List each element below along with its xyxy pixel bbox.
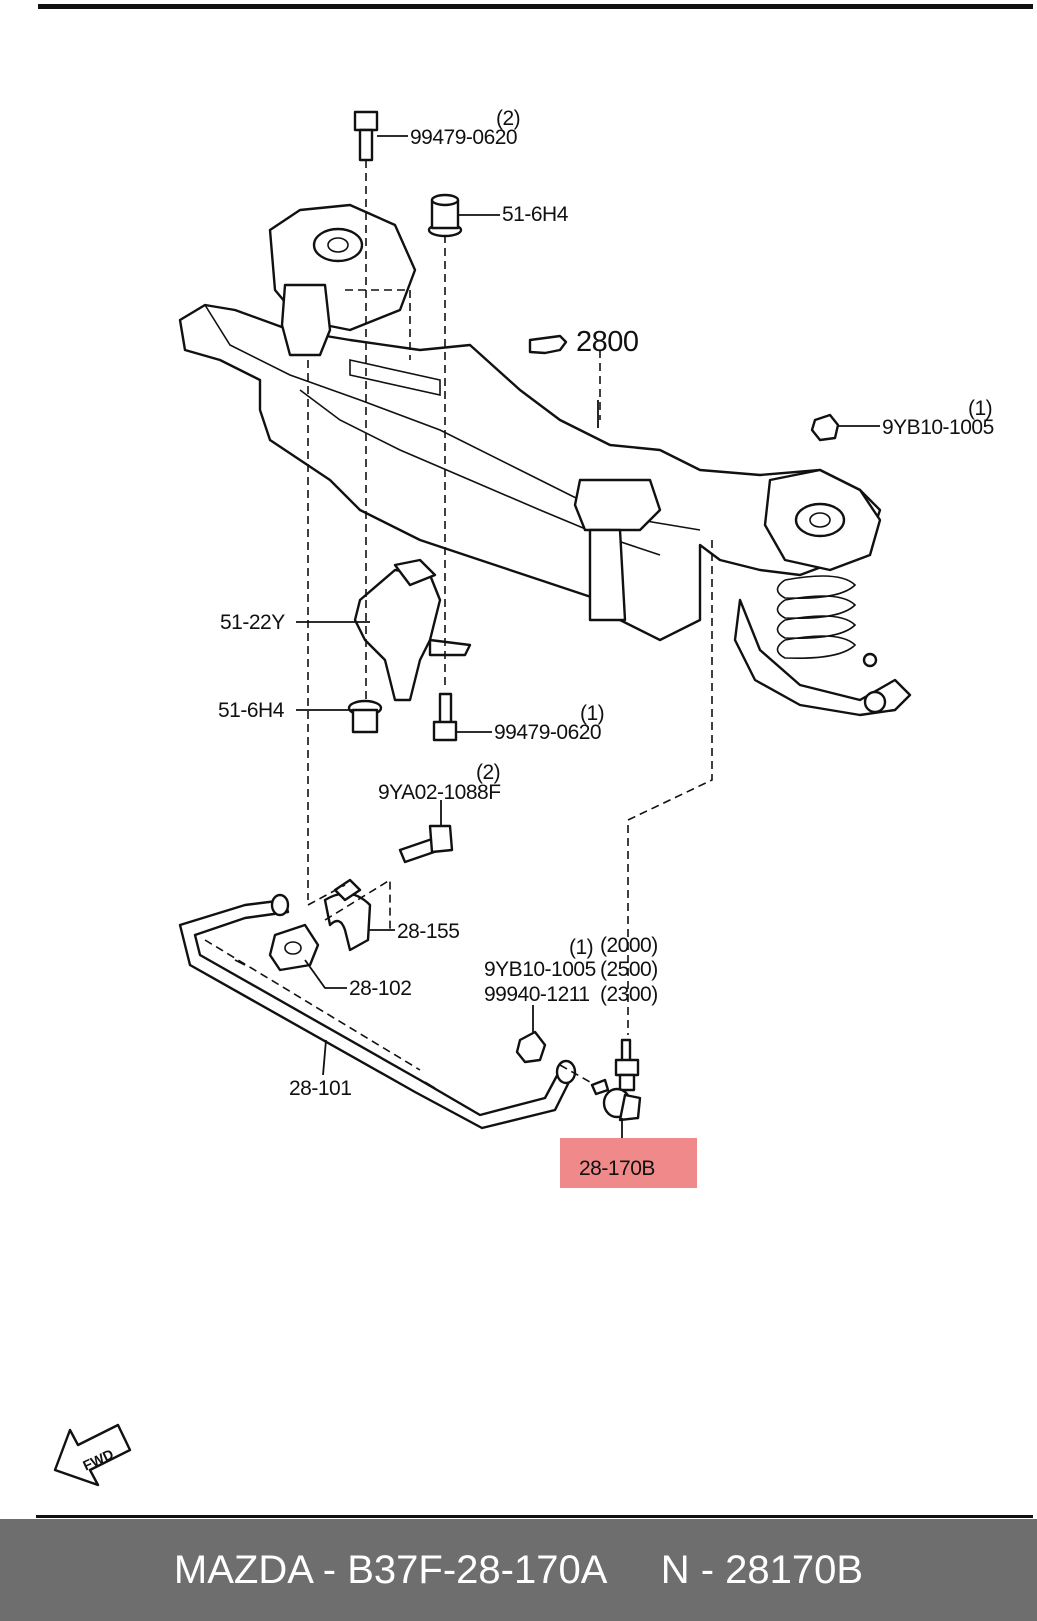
link-nut-part: 9YB10-1005: [484, 958, 596, 981]
clamp-part: 28-155: [397, 920, 460, 943]
nut-right: [810, 413, 840, 442]
coil-spring: [733, 575, 912, 717]
highlight-part: 28-170B: [579, 1157, 655, 1180]
bracket-part: 51-22Y: [220, 611, 285, 634]
bolt-mid-qty: (1): [580, 702, 605, 725]
bushing-low: [347, 699, 383, 734]
forward-arrow-icon: FWD: [53, 1423, 132, 1487]
reference-hand-icon: [528, 334, 568, 355]
link-variant-3: (2300): [600, 983, 658, 1006]
exploded-parts-diagram: FWD: [53, 110, 912, 1487]
bolt-top: [353, 110, 379, 162]
stabilizer-part: 28-101: [289, 1077, 352, 1100]
link-bolt: [590, 1078, 610, 1096]
clamp: [323, 878, 372, 952]
footer-text: MAZDA - B37F-28-170A N - 28170B: [173, 1547, 864, 1592]
stabilizer-bar: [178, 893, 577, 1130]
rubber-part: 28-102: [349, 977, 412, 1000]
alignment-lines: [204, 160, 713, 1083]
nut-right-qty: (1): [968, 397, 993, 420]
rubber-bushing: [268, 923, 320, 972]
link-variant-2: (2500): [600, 958, 658, 981]
bolt-top-qty: (2): [496, 107, 521, 130]
bushing-low-part: 51-6H4: [218, 699, 284, 722]
subframe: [178, 203, 882, 642]
highlight-box: [560, 1138, 697, 1188]
bolt-clamp-qty: (2): [476, 761, 501, 784]
bolt-top-part: 99479-0620: [410, 126, 518, 149]
bottom-rule: [36, 1515, 1033, 1518]
leader-lines: [296, 135, 880, 1150]
link-nut: [515, 1030, 547, 1064]
link-variant-1: (2000): [600, 934, 658, 957]
bushing-top-part: 51-6H4: [502, 203, 568, 226]
bolt-clamp-part: 9YA02-1088F: [378, 781, 501, 804]
bolt-mid-part: 99479-0620: [494, 721, 602, 744]
bracket: [353, 558, 472, 702]
bolt-clamp: [398, 824, 454, 864]
stabilizer-link: [602, 1038, 642, 1122]
nut-right-part: 9YB10-1005: [882, 416, 994, 439]
link-bolt-part: 99940-1211: [484, 983, 590, 1006]
footer-bar: MAZDA - B37F-28-170A N - 28170B: [0, 1519, 1037, 1621]
ref-part: 2800: [576, 326, 639, 358]
top-rule: [38, 4, 1033, 9]
bushing-top: [427, 193, 463, 238]
bolt-mid: [432, 692, 458, 742]
link-qty: (1): [569, 936, 594, 959]
